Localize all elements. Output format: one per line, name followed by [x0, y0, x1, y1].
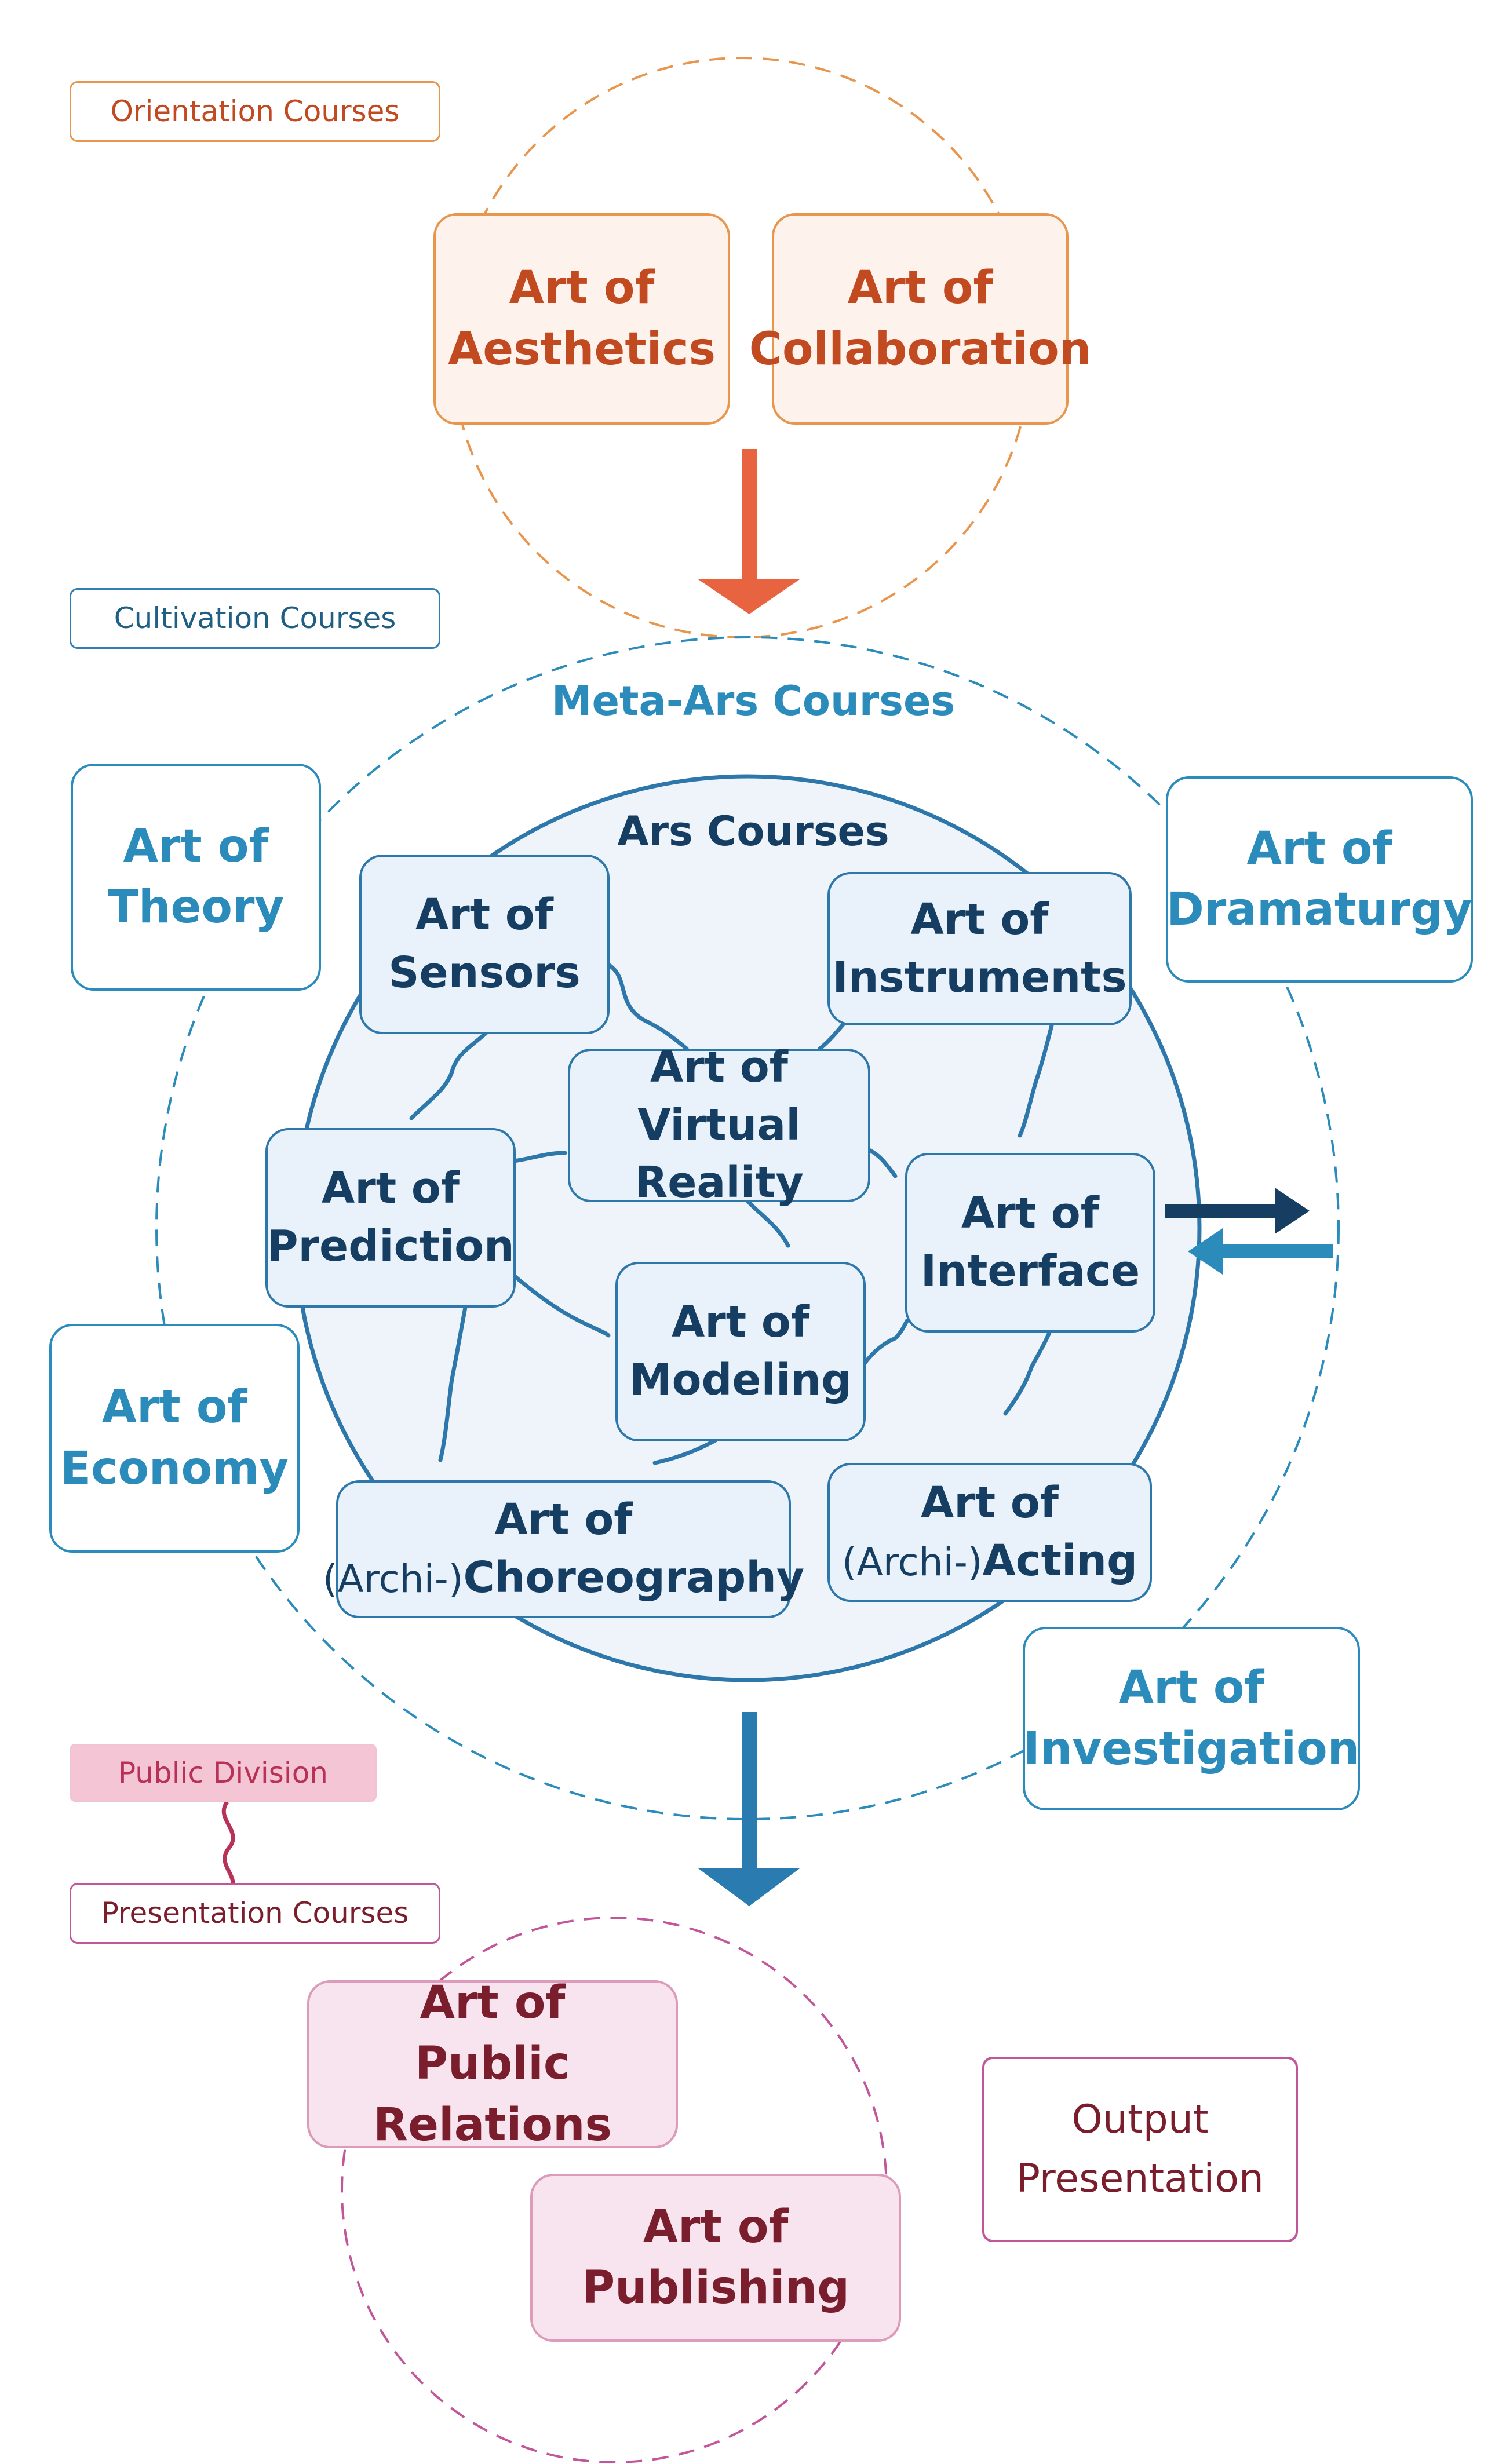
course-line2: (Archi-)Acting: [842, 1532, 1137, 1590]
course-line2: Public Relations: [373, 2038, 612, 2151]
course-art-of-instruments: Art of Instruments: [827, 872, 1132, 1025]
meta-ars-courses-label: Meta-Ars Courses: [551, 677, 956, 725]
output-presentation-box: Output Presentation: [982, 2057, 1298, 2242]
presentation-courses-label: Presentation Courses: [101, 1896, 409, 1930]
side-arrow-in: [1188, 1228, 1333, 1275]
output-line1: Output: [1071, 2097, 1209, 2142]
course-line1: Art of: [961, 1188, 1099, 1239]
course-art-of-dramaturgy: Art of Dramaturgy: [1166, 776, 1473, 983]
meta-ars-courses-title: Meta-Ars Courses: [550, 672, 956, 730]
course-art-of-economy: Art of Economy: [49, 1324, 300, 1553]
course-art-of-virtual-reality: Art of Virtual Reality: [568, 1042, 870, 1207]
course-line2: Publishing: [581, 2262, 850, 2314]
presentation-courses-tag: Presentation Courses: [70, 1883, 440, 1944]
course-line1: Art of: [847, 262, 993, 315]
course-line1: Art of: [650, 1042, 788, 1092]
arrow-cultivation-to-presentation: [698, 1712, 800, 1906]
public-division-label: Public Division: [118, 1755, 328, 1790]
course-art-of-prediction: Art of Prediction: [265, 1128, 516, 1308]
side-arrow-out: [1165, 1188, 1310, 1234]
course-line1: Art of: [322, 1163, 460, 1214]
course-line2: Theory: [107, 881, 285, 933]
course-line1: Art of: [420, 1977, 566, 2029]
orientation-courses-tag: Orientation Courses: [70, 81, 440, 142]
output-line2: Presentation: [1016, 2156, 1264, 2202]
cultivation-courses-tag: Cultivation Courses: [70, 588, 440, 649]
course-line2-main: Choreography: [463, 1553, 805, 1602]
course-line1: Art of: [910, 894, 1049, 944]
course-line2-prefix: (Archi-): [322, 1557, 464, 1601]
course-art-of-interface: Art of Interface: [905, 1153, 1155, 1333]
course-line2-prefix: (Archi-): [841, 1540, 983, 1585]
course-art-of-public-relations: Art of Public Relations: [307, 1977, 678, 2151]
course-line1: Art of: [921, 1478, 1059, 1528]
course-art-of-modeling: Art of Modeling: [615, 1262, 866, 1441]
course-line2: Sensors: [388, 948, 581, 998]
course-line2: Virtual Reality: [635, 1100, 804, 1208]
course-line2: Modeling: [629, 1355, 852, 1405]
public-division-tag: Public Division: [70, 1744, 377, 1802]
course-line2: Collaboration: [749, 323, 1092, 375]
course-line2: Dramaturgy: [1166, 884, 1472, 936]
course-art-of-aesthetics: Art of Aesthetics: [433, 213, 730, 425]
course-line1: Art of: [509, 262, 655, 315]
ars-courses-title: Ars Courses: [579, 802, 927, 860]
course-line1: Art of: [101, 1381, 247, 1434]
course-art-of-archi-choreography: Art of (Archi-)Choreography: [323, 1480, 804, 1618]
orientation-courses-label: Orientation Courses: [110, 94, 400, 128]
course-line2: Instruments: [832, 952, 1127, 1002]
course-line1: Art of: [643, 2200, 789, 2253]
cultivation-courses-label: Cultivation Courses: [114, 601, 396, 635]
course-art-of-investigation: Art of Investigation: [1023, 1627, 1360, 1810]
course-line2: Aesthetics: [447, 323, 716, 375]
meta-ars-circle: [155, 636, 1340, 1820]
course-art-of-theory: Art of Theory: [71, 764, 321, 991]
course-art-of-collaboration: Art of Collaboration: [749, 213, 1091, 425]
course-line1: Art of: [1246, 822, 1392, 875]
public-division-connector: [221, 1800, 235, 1896]
course-line1: Art of: [494, 1495, 633, 1545]
course-art-of-publishing: Art of Publishing: [530, 2174, 901, 2342]
ars-courses-label: Ars Courses: [617, 808, 889, 855]
arrow-orientation-to-cultivation: [698, 449, 800, 614]
course-line1: Art of: [123, 820, 269, 873]
course-line1: Art of: [1118, 1662, 1264, 1714]
course-art-of-sensors: Art of Sensors: [359, 855, 610, 1034]
course-line2-main: Acting: [982, 1536, 1138, 1586]
course-line1: Art of: [415, 890, 553, 940]
course-line2: Interface: [920, 1246, 1140, 1296]
course-line2: (Archi-)Choreography: [323, 1549, 804, 1607]
course-line2: Prediction: [267, 1221, 515, 1271]
course-art-of-archi-acting: Art of (Archi-)Acting: [827, 1463, 1152, 1602]
course-line2: Investigation: [1023, 1722, 1360, 1775]
course-line1: Art of: [672, 1297, 809, 1348]
course-line2: Economy: [60, 1442, 289, 1495]
